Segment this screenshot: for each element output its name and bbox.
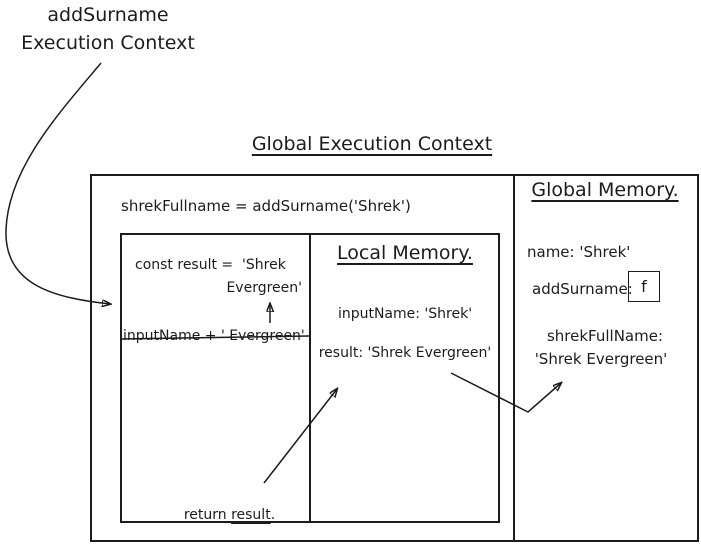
callout-label-line2: Execution Context xyxy=(21,31,195,54)
local-memory-divider xyxy=(309,233,311,523)
call-expression: shrekFullname = addSurname('Shrek') xyxy=(121,197,411,215)
return-keyword: return xyxy=(183,506,232,523)
code-struck-expression: inputName + ' Evergreen' xyxy=(123,328,305,344)
return-value: result xyxy=(231,506,271,523)
global-memory-entry-name: name: 'Shrek' xyxy=(527,243,631,261)
global-memory-entry-shrekfullname-label: shrekFullName: xyxy=(546,327,664,345)
global-memory-divider xyxy=(513,174,515,542)
function-badge-letter: f xyxy=(641,277,647,296)
return-statement: return result. xyxy=(166,489,275,542)
local-memory-entry-result: result: 'Shrek Evergreen' xyxy=(318,345,492,361)
code-const-continuation: Evergreen' xyxy=(226,280,302,296)
global-execution-context-title: Global Execution Context xyxy=(251,133,493,155)
function-badge: f xyxy=(628,271,660,302)
global-memory-entry-shrekfullname-value: 'Shrek Evergreen' xyxy=(534,350,668,368)
global-memory-entry-addsurname-label: addSurname: xyxy=(532,280,633,298)
code-const-line: const result = 'Shrek xyxy=(135,257,286,273)
global-memory-title: Global Memory. xyxy=(531,179,679,201)
callout-label: addSurname Execution Context xyxy=(8,2,208,57)
callout-label-line1: addSurname xyxy=(47,4,169,26)
local-memory-title: Local Memory. xyxy=(337,242,473,264)
local-memory-entry-inputname: inputName: 'Shrek' xyxy=(337,306,473,322)
global-execution-context-box xyxy=(90,174,699,542)
return-period: . xyxy=(270,506,276,523)
